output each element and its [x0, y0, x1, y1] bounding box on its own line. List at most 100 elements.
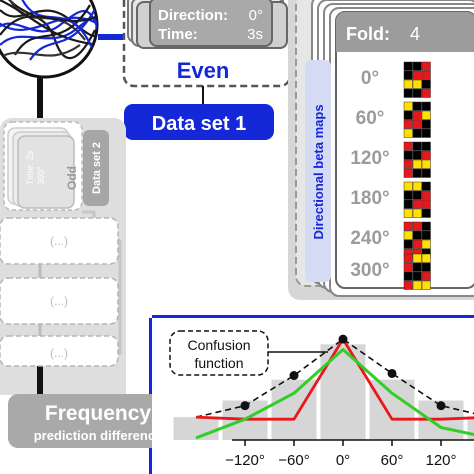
beta-cell: [403, 150, 413, 160]
beta-cell: [421, 280, 431, 290]
beta-cell: [403, 88, 413, 98]
direction-label: Direction:: [158, 7, 228, 24]
direction-60: 60°: [356, 108, 385, 129]
beta-map-0: [403, 61, 431, 98]
ellipsis-3: (...): [50, 346, 68, 360]
direction-240: 240°: [350, 228, 389, 249]
data-set-2-box: [83, 130, 109, 206]
x-tick-label: −120°: [225, 452, 265, 469]
direction-value: 0°: [249, 7, 263, 24]
beta-cell: [421, 190, 431, 200]
beta-cell: [412, 119, 422, 129]
time-value: 3s: [247, 26, 263, 43]
beta-cell: [412, 79, 422, 89]
point-1: [240, 401, 250, 411]
beta-cell: [412, 101, 422, 111]
beta-cell: [412, 253, 422, 263]
beta-cell: [412, 70, 422, 80]
beta-cell: [421, 150, 431, 160]
confusion-label-box: [169, 330, 269, 376]
odd-card-stack: Time: 2s 300° Odd Data set 2: [3, 121, 109, 211]
beta-cell: [412, 88, 422, 98]
x-tick-label: −60°: [278, 452, 309, 469]
fold-label: Fold:: [346, 24, 390, 44]
beta-maps-title-box: [305, 60, 331, 282]
beta-cell: [421, 230, 431, 240]
direction-120: 120°: [350, 148, 389, 169]
confusion-label-line2: function: [194, 355, 243, 371]
confusion-label-line1: Confusion: [187, 337, 250, 353]
beta-cell: [403, 262, 413, 272]
beta-maps-title: Directional beta maps: [311, 104, 326, 239]
data-set-1-box: [124, 104, 274, 140]
ellipsis-2: (...): [50, 294, 68, 308]
beta-cell: [412, 168, 422, 178]
data-set-2-label: Data set 2: [91, 142, 103, 194]
frequency-subtitle: prediction difference: [34, 428, 163, 443]
x-tick-label: 120°: [425, 452, 456, 469]
beta-cell: [403, 253, 413, 263]
beta-cell: [403, 79, 413, 89]
beta-cell: [403, 230, 413, 240]
bar-2: [271, 379, 317, 440]
beta-cell: [403, 280, 413, 290]
direction-labels: 0° 60° 120° 180° 240° 300°: [350, 68, 389, 281]
even-label: Even: [177, 58, 230, 83]
direction-0: 0°: [361, 68, 379, 89]
beta-cell: [403, 110, 413, 120]
point-4: [387, 368, 397, 378]
beta-cell: [412, 199, 422, 209]
beta-cell: [403, 190, 413, 200]
odd-time-label: Time: 2s: [25, 150, 35, 185]
beta-cell: [421, 119, 431, 129]
beta-cell: [412, 159, 422, 169]
beta-cell: [403, 119, 413, 129]
direction-300: 300°: [350, 260, 389, 281]
beta-cell: [403, 141, 413, 151]
beta-cell: [403, 271, 413, 281]
beta-cell: [421, 221, 431, 231]
beta-map-3: [403, 181, 431, 218]
beta-cell: [412, 280, 422, 290]
beta-cell: [412, 190, 422, 200]
confusion-chart: −120°−60°0°60°120° Confusion function: [152, 318, 474, 474]
beta-cell: [412, 221, 422, 231]
trial-card-stack: Direction: 0° Time: 3s: [127, 0, 288, 49]
bar-4: [369, 379, 415, 440]
beta-map-2: [403, 141, 431, 178]
ellipsis-1: (...): [50, 234, 68, 248]
beta-cell: [421, 262, 431, 272]
beta-cell: [412, 110, 422, 120]
beta-cell: [421, 253, 431, 263]
odd-direction-value: 300°: [36, 166, 46, 185]
frequency-box: [8, 394, 188, 448]
point-5: [436, 401, 446, 411]
beta-map-grids: [403, 61, 431, 290]
point-2: [289, 371, 299, 381]
beta-cell: [421, 110, 431, 120]
beta-cell: [421, 70, 431, 80]
beta-cell: [421, 208, 431, 218]
beta-cell: [421, 199, 431, 209]
beta-cell: [421, 101, 431, 111]
beta-cell: [403, 239, 413, 249]
beta-cell: [412, 239, 422, 249]
data-set-1-label: Data set 1: [152, 113, 247, 135]
beta-cell: [403, 101, 413, 111]
beta-cell: [421, 128, 431, 138]
series-line-2: [195, 348, 474, 440]
frequency-title: Frequency: [45, 402, 152, 425]
beta-cell: [421, 159, 431, 169]
beta-cell: [412, 181, 422, 191]
direction-180: 180°: [350, 188, 389, 209]
beta-cell: [403, 159, 413, 169]
beta-cell: [403, 168, 413, 178]
beta-cell: [412, 262, 422, 272]
beta-cell: [421, 141, 431, 151]
fiber-tract-image: [0, 0, 99, 79]
beta-map-1: [403, 101, 431, 138]
beta-cell: [421, 271, 431, 281]
ellipsis-boxes: (...) (...) (...): [0, 217, 119, 367]
beta-cell: [403, 128, 413, 138]
